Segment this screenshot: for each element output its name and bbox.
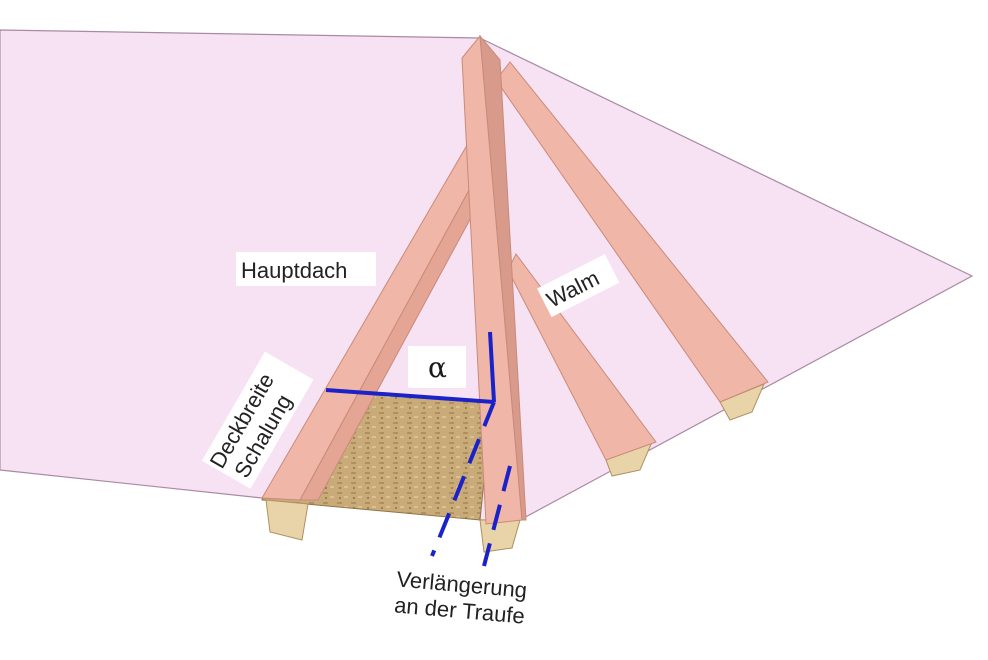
hip-rafter-upper [495,61,769,403]
label-main-roof: Hauptdach [236,252,376,286]
vertical-reference-line [488,331,496,403]
label-angle: α [408,346,466,388]
label-angle-text: α [428,351,447,384]
label-extension: Verlängerung an der Traufe [389,564,554,634]
corner-rafter-side [479,34,527,521]
label-main-roof-text: Hauptdach [241,258,347,283]
hip-roof-surface [479,37,974,521]
rafter-end-middle [479,519,521,553]
extension-dashed-line-2 [482,465,512,567]
extension-dashed-line-1 [430,401,496,557]
label-hip: Walm [537,254,620,318]
rafter-end-left [265,499,309,541]
hip-rafter-lower [507,253,657,461]
deck-width-line [325,388,495,404]
